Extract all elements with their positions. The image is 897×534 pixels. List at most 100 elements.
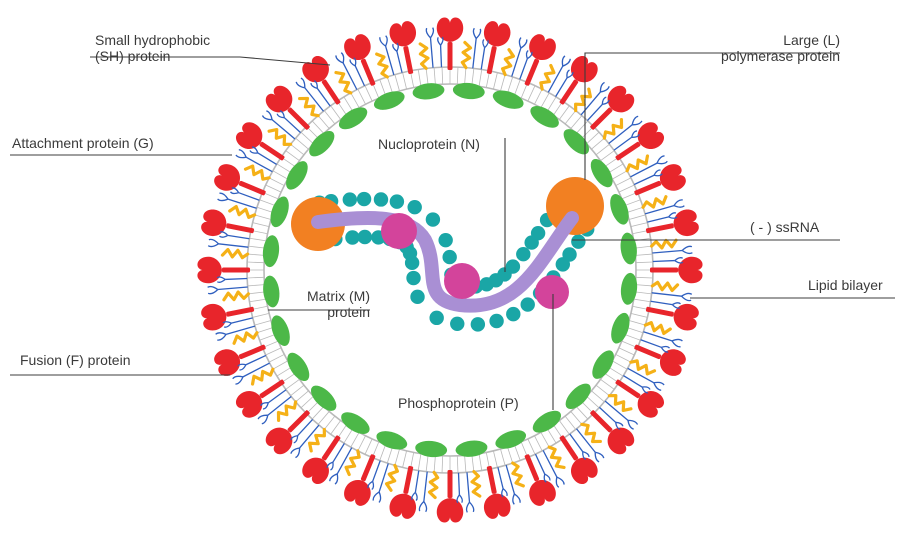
matrix-protein-icon xyxy=(372,88,408,114)
membrane-tick xyxy=(612,361,627,369)
membrane-tick xyxy=(269,354,284,362)
membrane-tick xyxy=(596,144,609,155)
surface-unit xyxy=(334,447,395,513)
branch-fork xyxy=(373,491,383,503)
branch-icon xyxy=(217,276,247,283)
fusion-stalk xyxy=(259,141,285,161)
nucleoprotein-bead xyxy=(438,233,452,247)
membrane-tick xyxy=(358,89,366,104)
fusion-protein-icon xyxy=(609,370,667,421)
label-matrix-line2: protein xyxy=(270,304,370,320)
membrane-tick xyxy=(636,277,653,278)
membrane-tick xyxy=(534,436,542,451)
attachment-protein-icon xyxy=(268,126,292,147)
membrane-tick xyxy=(625,200,641,206)
fusion-stalk xyxy=(448,470,453,498)
attachment-protein-icon xyxy=(651,239,677,249)
attachment-zigzag xyxy=(223,291,249,301)
fusion-head xyxy=(525,476,559,509)
membrane-tick xyxy=(248,246,265,248)
fusion-protein-icon xyxy=(514,32,559,91)
membrane-tick xyxy=(387,447,392,463)
attachment-protein-icon xyxy=(222,249,247,258)
membrane-tick xyxy=(301,132,313,144)
membrane-tick xyxy=(465,455,466,472)
membrane-tick xyxy=(442,456,443,473)
phosphoprotein-3 xyxy=(535,275,569,309)
branch-icon xyxy=(310,80,332,107)
nucleoprotein-bead xyxy=(506,307,520,321)
attachment-zigzag xyxy=(344,450,362,475)
membrane-tick xyxy=(571,411,582,424)
membrane-tick xyxy=(631,313,648,317)
fusion-stalk xyxy=(590,410,613,433)
branch-fork xyxy=(215,331,227,341)
membrane-tick xyxy=(403,73,407,90)
fusion-stalk xyxy=(222,268,250,273)
fusion-stalk xyxy=(590,107,613,130)
membrane-tick xyxy=(291,144,304,155)
branch-fork xyxy=(560,56,571,68)
fusion-stalk xyxy=(650,268,678,273)
attachment-protein-icon xyxy=(547,445,565,470)
nucleoprotein-bead xyxy=(405,256,419,270)
attachment-zigzag xyxy=(275,400,299,422)
branch-icon xyxy=(438,37,445,67)
fusion-head xyxy=(656,345,689,379)
attachment-protein-icon xyxy=(539,65,557,90)
surface-unit xyxy=(627,324,693,385)
branch-fork xyxy=(554,475,565,487)
branch-stem xyxy=(506,465,514,494)
label-sh-line1: Small hydrophobic xyxy=(95,32,210,48)
fusion-protein-icon xyxy=(550,53,601,111)
attachment-protein-icon xyxy=(250,367,275,385)
branch-fork xyxy=(671,337,683,347)
attachment-zigzag xyxy=(602,119,626,141)
branch-fork xyxy=(482,39,489,48)
membrane-tick xyxy=(253,313,270,317)
branch-icon xyxy=(260,388,287,410)
membrane-tick xyxy=(541,93,549,108)
fusion-stalk xyxy=(226,307,254,317)
fusion-stalk xyxy=(403,466,413,494)
branch-stem xyxy=(386,46,394,75)
surface-unit xyxy=(331,29,392,95)
surface-unit xyxy=(650,246,703,291)
attachment-zigzag xyxy=(651,239,677,249)
membrane-tick xyxy=(255,215,271,220)
attachment-protein-icon xyxy=(580,422,602,446)
phosphoprotein-1 xyxy=(381,213,417,249)
branch-stem xyxy=(397,51,402,72)
surface-unit xyxy=(504,28,565,94)
membrane-tick xyxy=(260,200,276,206)
surface-unit xyxy=(290,48,356,117)
membrane-tick xyxy=(616,354,631,362)
branch-stem xyxy=(647,217,668,222)
leader-large xyxy=(585,53,840,180)
membrane-tick xyxy=(534,89,542,104)
membrane-tick xyxy=(277,367,291,376)
surface-unit xyxy=(544,423,610,492)
membrane-tick xyxy=(344,429,353,443)
surface-unit xyxy=(209,327,275,388)
fusion-stalk xyxy=(226,223,254,233)
attachment-protein-icon xyxy=(344,450,362,475)
branch-stem xyxy=(498,467,503,488)
membrane-tick xyxy=(559,420,569,434)
branch-icon xyxy=(568,432,590,459)
branch-fork xyxy=(412,492,419,501)
fusion-stalk xyxy=(615,379,641,399)
membrane-tick xyxy=(591,138,604,149)
branch-stem xyxy=(651,301,673,304)
membrane-tick xyxy=(559,106,569,120)
attachment-zigzag xyxy=(222,249,247,258)
membrane-tick xyxy=(277,164,291,173)
membrane-tick xyxy=(627,207,643,212)
membrane-tick xyxy=(636,262,653,263)
attachment-protein-icon xyxy=(462,42,471,67)
fusion-protein-icon xyxy=(299,429,350,487)
attachment-protein-icon xyxy=(602,119,626,141)
branch-fork xyxy=(682,246,693,254)
fusion-stalk xyxy=(559,435,579,461)
surface-unit xyxy=(429,470,474,523)
